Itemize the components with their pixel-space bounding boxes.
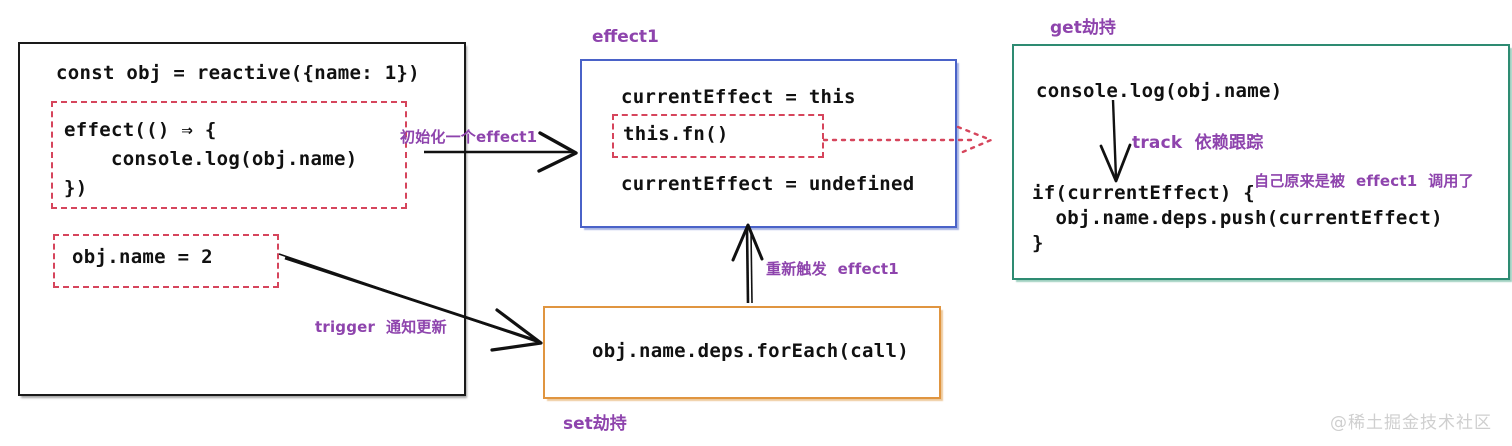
assignment-statement: obj.name = 2 bbox=[72, 246, 213, 268]
track-annotation: track 依赖跟踪 bbox=[1132, 133, 1264, 153]
effect-block-line-0: effect(() ⇒ { bbox=[64, 119, 217, 141]
effect1-line-1: this.fn() bbox=[623, 123, 729, 145]
set-panel-line: obj.name.deps.forEach(call) bbox=[592, 340, 909, 362]
effect1-panel bbox=[580, 59, 957, 228]
set-panel-label: set劫持 bbox=[563, 414, 627, 434]
get-panel-line-1: if(currentEffect) { bbox=[1032, 182, 1256, 204]
site-watermark: @稀土掘金技术社区 bbox=[1330, 413, 1492, 433]
this-fn-highlight bbox=[612, 114, 824, 158]
get-trap-panel bbox=[1012, 44, 1510, 280]
get-panel-label: get劫持 bbox=[1050, 18, 1116, 38]
trigger-notify-annotation: trigger 通知更新 bbox=[315, 318, 447, 336]
effect1-line-0: currentEffect = this bbox=[621, 86, 856, 108]
init-effect1-annotation: 初始化一个effect1 bbox=[400, 128, 538, 146]
retrigger-effect1-annotation: 重新触发 effect1 bbox=[766, 260, 899, 278]
reactive-source-panel bbox=[18, 42, 466, 396]
assignment-block-highlight bbox=[53, 234, 279, 288]
effect-block-line-2: }) bbox=[64, 177, 88, 199]
effect1-panel-label: effect1 bbox=[592, 27, 659, 47]
get-panel-line-2: obj.name.deps.push(currentEffect) bbox=[1032, 207, 1443, 229]
const-obj-declaration: const obj = reactive({name: 1}) bbox=[56, 62, 420, 84]
set-trap-panel bbox=[543, 306, 941, 399]
arrow-retrigger-effect1 bbox=[731, 223, 764, 304]
effect-block-highlight bbox=[51, 101, 407, 209]
get-panel-line-0: console.log(obj.name) bbox=[1036, 80, 1283, 102]
effect1-line-2: currentEffect = undefined bbox=[621, 173, 915, 195]
get-panel-line-3: } bbox=[1032, 232, 1044, 254]
called-by-effect1-annotation: 自己原来是被 effect1 调用了 bbox=[1254, 172, 1474, 190]
effect-block-line-1: console.log(obj.name) bbox=[64, 148, 358, 170]
